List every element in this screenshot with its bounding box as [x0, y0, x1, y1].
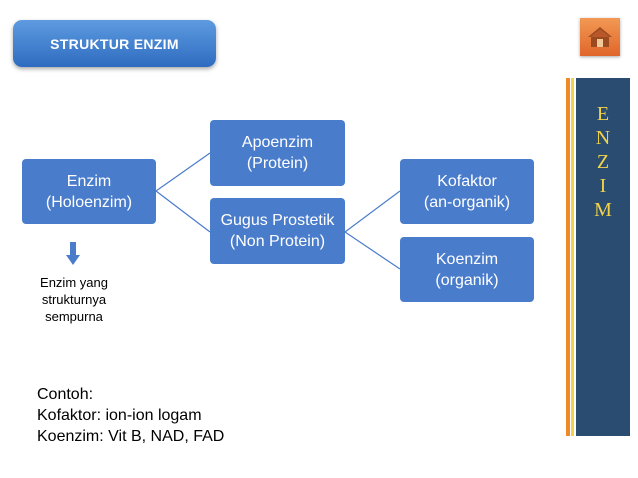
node-enzim-line2: (Holoenzim) [45, 193, 133, 211]
example-line3: Koenzim: Vit B, NAD, FAD [37, 428, 225, 445]
connector-enzim-apoenzim [155, 152, 211, 192]
down-arrow-icon [66, 242, 80, 265]
connector-enzim-gugus [155, 190, 211, 233]
side-stripe-yellow [571, 78, 574, 436]
side-stripe-orange [566, 78, 570, 436]
side-letter: Z [596, 151, 610, 173]
side-letter: M [594, 199, 612, 221]
node-gugus-line2: (Non Protein) [229, 233, 326, 250]
side-letter: I [599, 175, 607, 197]
node-apoenzim[interactable]: Apoenzim (Protein) [210, 120, 345, 186]
title-label: STRUKTUR ENZIM [50, 35, 179, 52]
side-letter: N [595, 127, 611, 149]
node-koenzim-line1: Koenzim [435, 250, 499, 268]
note-line3: sempurna [45, 309, 103, 324]
home-icon [588, 27, 612, 47]
connector-gugus-koenzim [344, 231, 401, 270]
home-button[interactable] [580, 18, 620, 56]
node-gugus-line1: Gugus Prostetik [220, 212, 335, 229]
node-enzim[interactable]: Enzim (Holoenzim) [22, 159, 156, 224]
note-line1: Enzim yang [40, 275, 108, 290]
title-button[interactable]: STRUKTUR ENZIM [13, 20, 216, 67]
node-koenzim[interactable]: Koenzim (organik) [400, 237, 534, 302]
connector-gugus-kofaktor [344, 190, 401, 233]
example-line2: Kofaktor: ion-ion logam [37, 407, 202, 424]
enzim-note: Enzim yang strukturnya sempurna [26, 274, 122, 325]
note-line2: strukturnya [41, 292, 107, 307]
node-apoenzim-line1: Apoenzim [241, 134, 314, 151]
side-letter: E [596, 103, 610, 125]
example-text: Contoh: Kofaktor: ion-ion logam Koenzim:… [37, 384, 224, 447]
node-kofaktor[interactable]: Kofaktor (an-organik) [400, 159, 534, 224]
node-koenzim-line2: (organik) [435, 271, 499, 289]
side-title: E N Z I M [576, 102, 630, 222]
node-enzim-line1: Enzim [66, 172, 112, 190]
node-kofaktor-line2: (an-organik) [423, 193, 511, 211]
example-line1: Contoh: [37, 386, 94, 403]
node-kofaktor-line1: Kofaktor [437, 172, 497, 190]
side-panel [576, 78, 630, 436]
node-apoenzim-line2: (Protein) [246, 155, 309, 172]
node-gugus-prostetik[interactable]: Gugus Prostetik (Non Protein) [210, 198, 345, 264]
